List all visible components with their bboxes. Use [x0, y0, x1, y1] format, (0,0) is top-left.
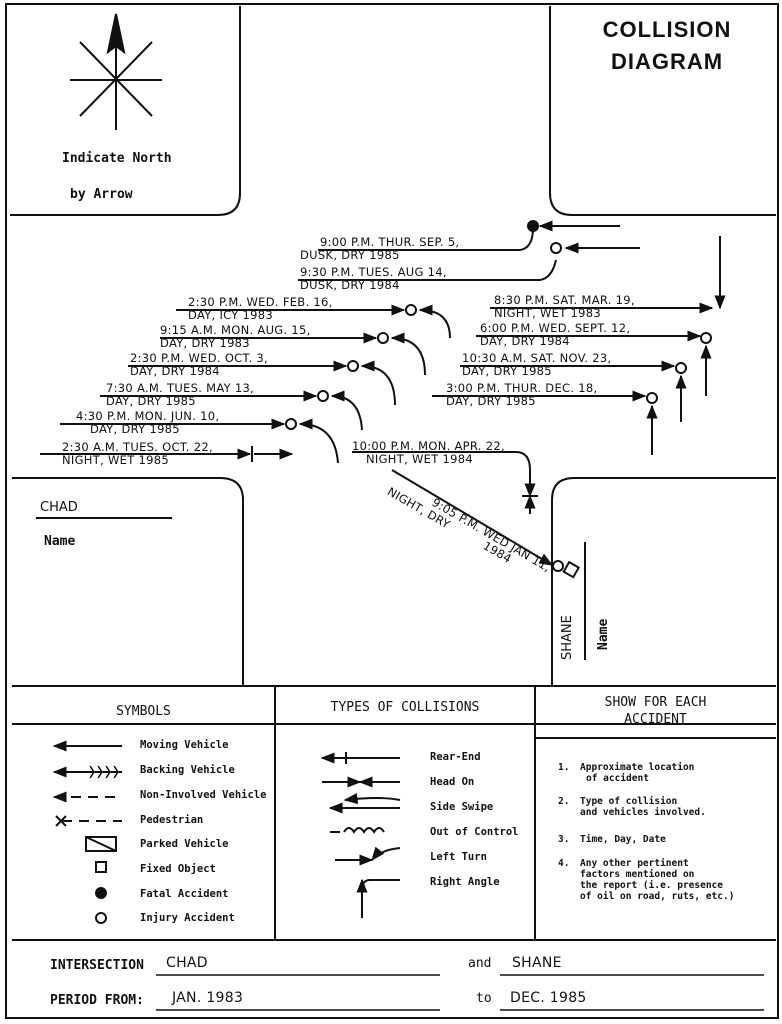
type-right-angle: Right Angle	[430, 876, 500, 888]
symbol-fixed-object: Fixed Object	[140, 863, 216, 875]
fixed-object-marker	[562, 560, 581, 579]
injury-accident-marker	[646, 392, 658, 404]
fatal-accident-marker	[527, 220, 539, 232]
accident-note-e4: 3:00 P.M. THUR. DEC. 18,DAY, DRY 1985	[446, 381, 598, 408]
type-out-of-control: Out of Control	[430, 826, 519, 838]
accident-note-w2: 9:30 P.M. TUES. AUG 14,DUSK, DRY 1984	[300, 265, 447, 292]
symbol-injury-accident: Injury Accident	[140, 912, 235, 924]
period-from-value[interactable]: JAN. 1983	[172, 990, 244, 1006]
outer-border	[5, 3, 779, 1019]
type-rear-end: Rear-End	[430, 751, 481, 763]
accident-note-w5: 2:30 P.M. WED. OCT. 3,DAY, DRY 1984	[130, 351, 268, 378]
title-line-2: DIAGRAM	[610, 49, 724, 74]
symbol-icons	[52, 740, 122, 924]
symbol-fatal-accident: Fatal Accident	[140, 888, 229, 900]
street-south-name: SHANE	[560, 615, 575, 660]
period-from-label: PERIOD FROM:	[50, 993, 144, 1008]
symbol-non-involved-vehicle: Non-Involved Vehicle	[140, 789, 267, 801]
curb-sw	[12, 477, 244, 686]
accident-note-center: 10:00 P.M. MON. APR. 22,NIGHT, WET 1984	[352, 439, 505, 466]
accident-note-w4: 9:15 A.M. MON. AUG. 15,DAY, DRY 1983	[160, 323, 311, 350]
symbol-backing-vehicle: Backing Vehicle	[140, 764, 235, 776]
intersection-value[interactable]: CHAD	[166, 955, 208, 971]
curb-ne	[549, 6, 776, 216]
injury-accident-marker	[377, 332, 389, 344]
injury-accident-marker	[405, 304, 417, 316]
injury-accident-marker	[285, 418, 297, 430]
curb-nw	[10, 6, 241, 216]
accident-note-e2: 6:00 P.M. WED. SEPT. 12,DAY, DRY 1984	[480, 321, 631, 348]
period-to-value[interactable]: DEC. 1985	[510, 990, 587, 1006]
title-line-1: COLLISION	[602, 17, 732, 42]
street-south-label: Name	[596, 618, 611, 650]
accident-note-w1: 9:00 P.M. THUR. SEP. 5,DUSK, DRY 1985	[300, 235, 460, 262]
accident-markers	[285, 220, 712, 579]
accident-note-w8: 2:30 A.M. TUES. OCT. 22,NIGHT, WET 1985	[62, 440, 213, 467]
accident-note-w7: 4:30 P.M. MON. JUN. 10,DAY, DRY 1985	[76, 409, 220, 436]
north-note-1: Indicate North	[62, 151, 172, 166]
types-header: TYPES OF COLLISIONS	[330, 700, 480, 715]
symbol-parked-vehicle: Parked Vehicle	[140, 838, 229, 850]
show-item-3: 3. Time, Day, Date	[558, 834, 666, 845]
type-side-swipe: Side Swipe	[430, 801, 494, 813]
accident-note-e1: 8:30 P.M. SAT. MAR. 19,NIGHT, WET 1983	[494, 293, 635, 320]
injury-accident-marker	[700, 332, 712, 344]
intersection-label: INTERSECTION	[50, 958, 144, 973]
collision-lines-east	[352, 236, 726, 566]
and-label: and	[468, 956, 492, 971]
injury-accident-marker	[675, 362, 687, 374]
accident-note-e3: 10:30 A.M. SAT. NOV. 23,DAY, DRY 1985	[462, 351, 612, 378]
street-west-label: Name	[44, 534, 76, 549]
street-west-name: CHAD	[40, 500, 78, 515]
north-compass	[70, 13, 162, 130]
injury-accident-marker	[552, 560, 564, 572]
type-left-turn: Left Turn	[430, 851, 487, 863]
north-note-2: by Arrow	[70, 187, 133, 202]
injury-accident-marker	[347, 360, 359, 372]
collision-type-icons	[320, 752, 401, 918]
accident-note-w6: 7:30 A.M. TUES. MAY 13,DAY, DRY 1985	[106, 381, 255, 408]
north-arrow-icon	[106, 13, 126, 55]
type-head-on: Head On	[430, 776, 475, 788]
injury-accident-marker	[317, 390, 329, 402]
accident-note-w3: 2:30 P.M. WED. FEB. 16,DAY, ICY 1983	[188, 295, 333, 322]
symbol-moving-vehicle: Moving Vehicle	[140, 739, 229, 751]
diagram-title: COLLISION DIAGRAM	[567, 14, 767, 78]
symbol-pedestrian: Pedestrian	[140, 814, 204, 826]
and-value[interactable]: SHANE	[512, 955, 562, 971]
symbols-header: SYMBOLS	[116, 704, 171, 719]
to-label: to	[476, 991, 492, 1006]
injury-accident-marker	[550, 242, 562, 254]
curb-se	[551, 477, 776, 686]
